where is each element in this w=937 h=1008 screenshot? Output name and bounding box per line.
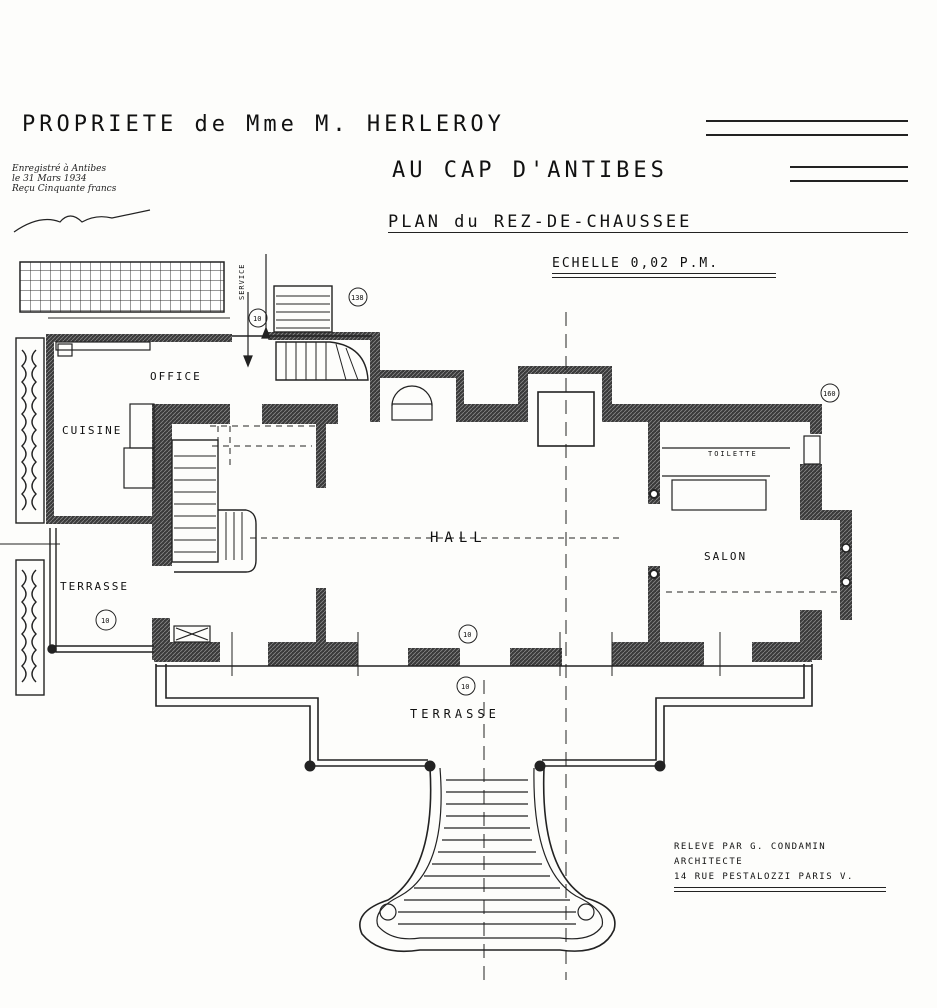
inner-partitions [55, 341, 821, 643]
location-underline [790, 166, 908, 182]
credit-line-3: 14 RUE PESTALOZZI PARIS V. [674, 872, 854, 882]
service-arrows [232, 254, 372, 368]
sheet-title: PLAN du REZ-DE-CHAUSSEE [388, 212, 693, 232]
level-marker-terrasse: 10 [101, 617, 109, 625]
credit-underline [674, 887, 886, 892]
level-marker-160: 160 [823, 390, 836, 398]
title-underline [706, 120, 908, 136]
front-stairs [359, 767, 616, 953]
room-label-cuisine: CUISINE [62, 424, 122, 437]
level-marker-hall: 10 [463, 631, 471, 639]
level-marker-front: 10 [461, 683, 469, 691]
room-label-terrasse-front: TERRASSE [410, 707, 500, 721]
left-terrace [47, 528, 154, 654]
room-label-office: OFFICE [150, 370, 202, 383]
room-labels: OFFICE CUISINE HALL SALON TOILETTE TERRA… [60, 263, 758, 721]
tiled-courtyard [19, 261, 230, 319]
exterior-walls [46, 332, 852, 666]
credit-line-2: ARCHITECTE [674, 857, 744, 867]
scale-underline [552, 273, 776, 278]
dashed-lines [210, 312, 840, 980]
stair-service [273, 285, 369, 381]
room-label-hall: HALL [430, 530, 488, 546]
columns [304, 489, 851, 772]
garden-border-left [15, 337, 45, 696]
location-title: AU CAP D'ANTIBES [392, 158, 668, 183]
drawing-title: PROPRIETE de Mme M. HERLEROY [22, 112, 505, 137]
stair-main [171, 439, 257, 573]
room-label-toilette: TOILETTE [708, 450, 758, 458]
front-terrace [155, 664, 813, 767]
scale-label: ECHELLE 0,02 P.M. [552, 256, 720, 271]
level-marker-138: 138 [351, 294, 364, 302]
level-marker-service: 10 [253, 315, 261, 323]
registration-stamp: Enregistré à Antibes le 31 Mars 1934 Reç… [12, 164, 117, 194]
sheet-underline [388, 232, 908, 233]
level-markers: 138 160 10 10 10 10 [95, 287, 840, 696]
signature-mark [13, 209, 151, 233]
room-label-salon: SALON [704, 550, 747, 563]
architect-credit: RELEVE PAR G. CONDAMIN ARCHITECTE 14 RUE… [674, 840, 886, 892]
axis-lines [0, 543, 721, 676]
room-label-service: SERVICE [238, 263, 246, 300]
credit-line-1: RELEVE PAR G. CONDAMIN [674, 842, 827, 852]
room-label-terrasse-left: TERRASSE [60, 580, 129, 593]
